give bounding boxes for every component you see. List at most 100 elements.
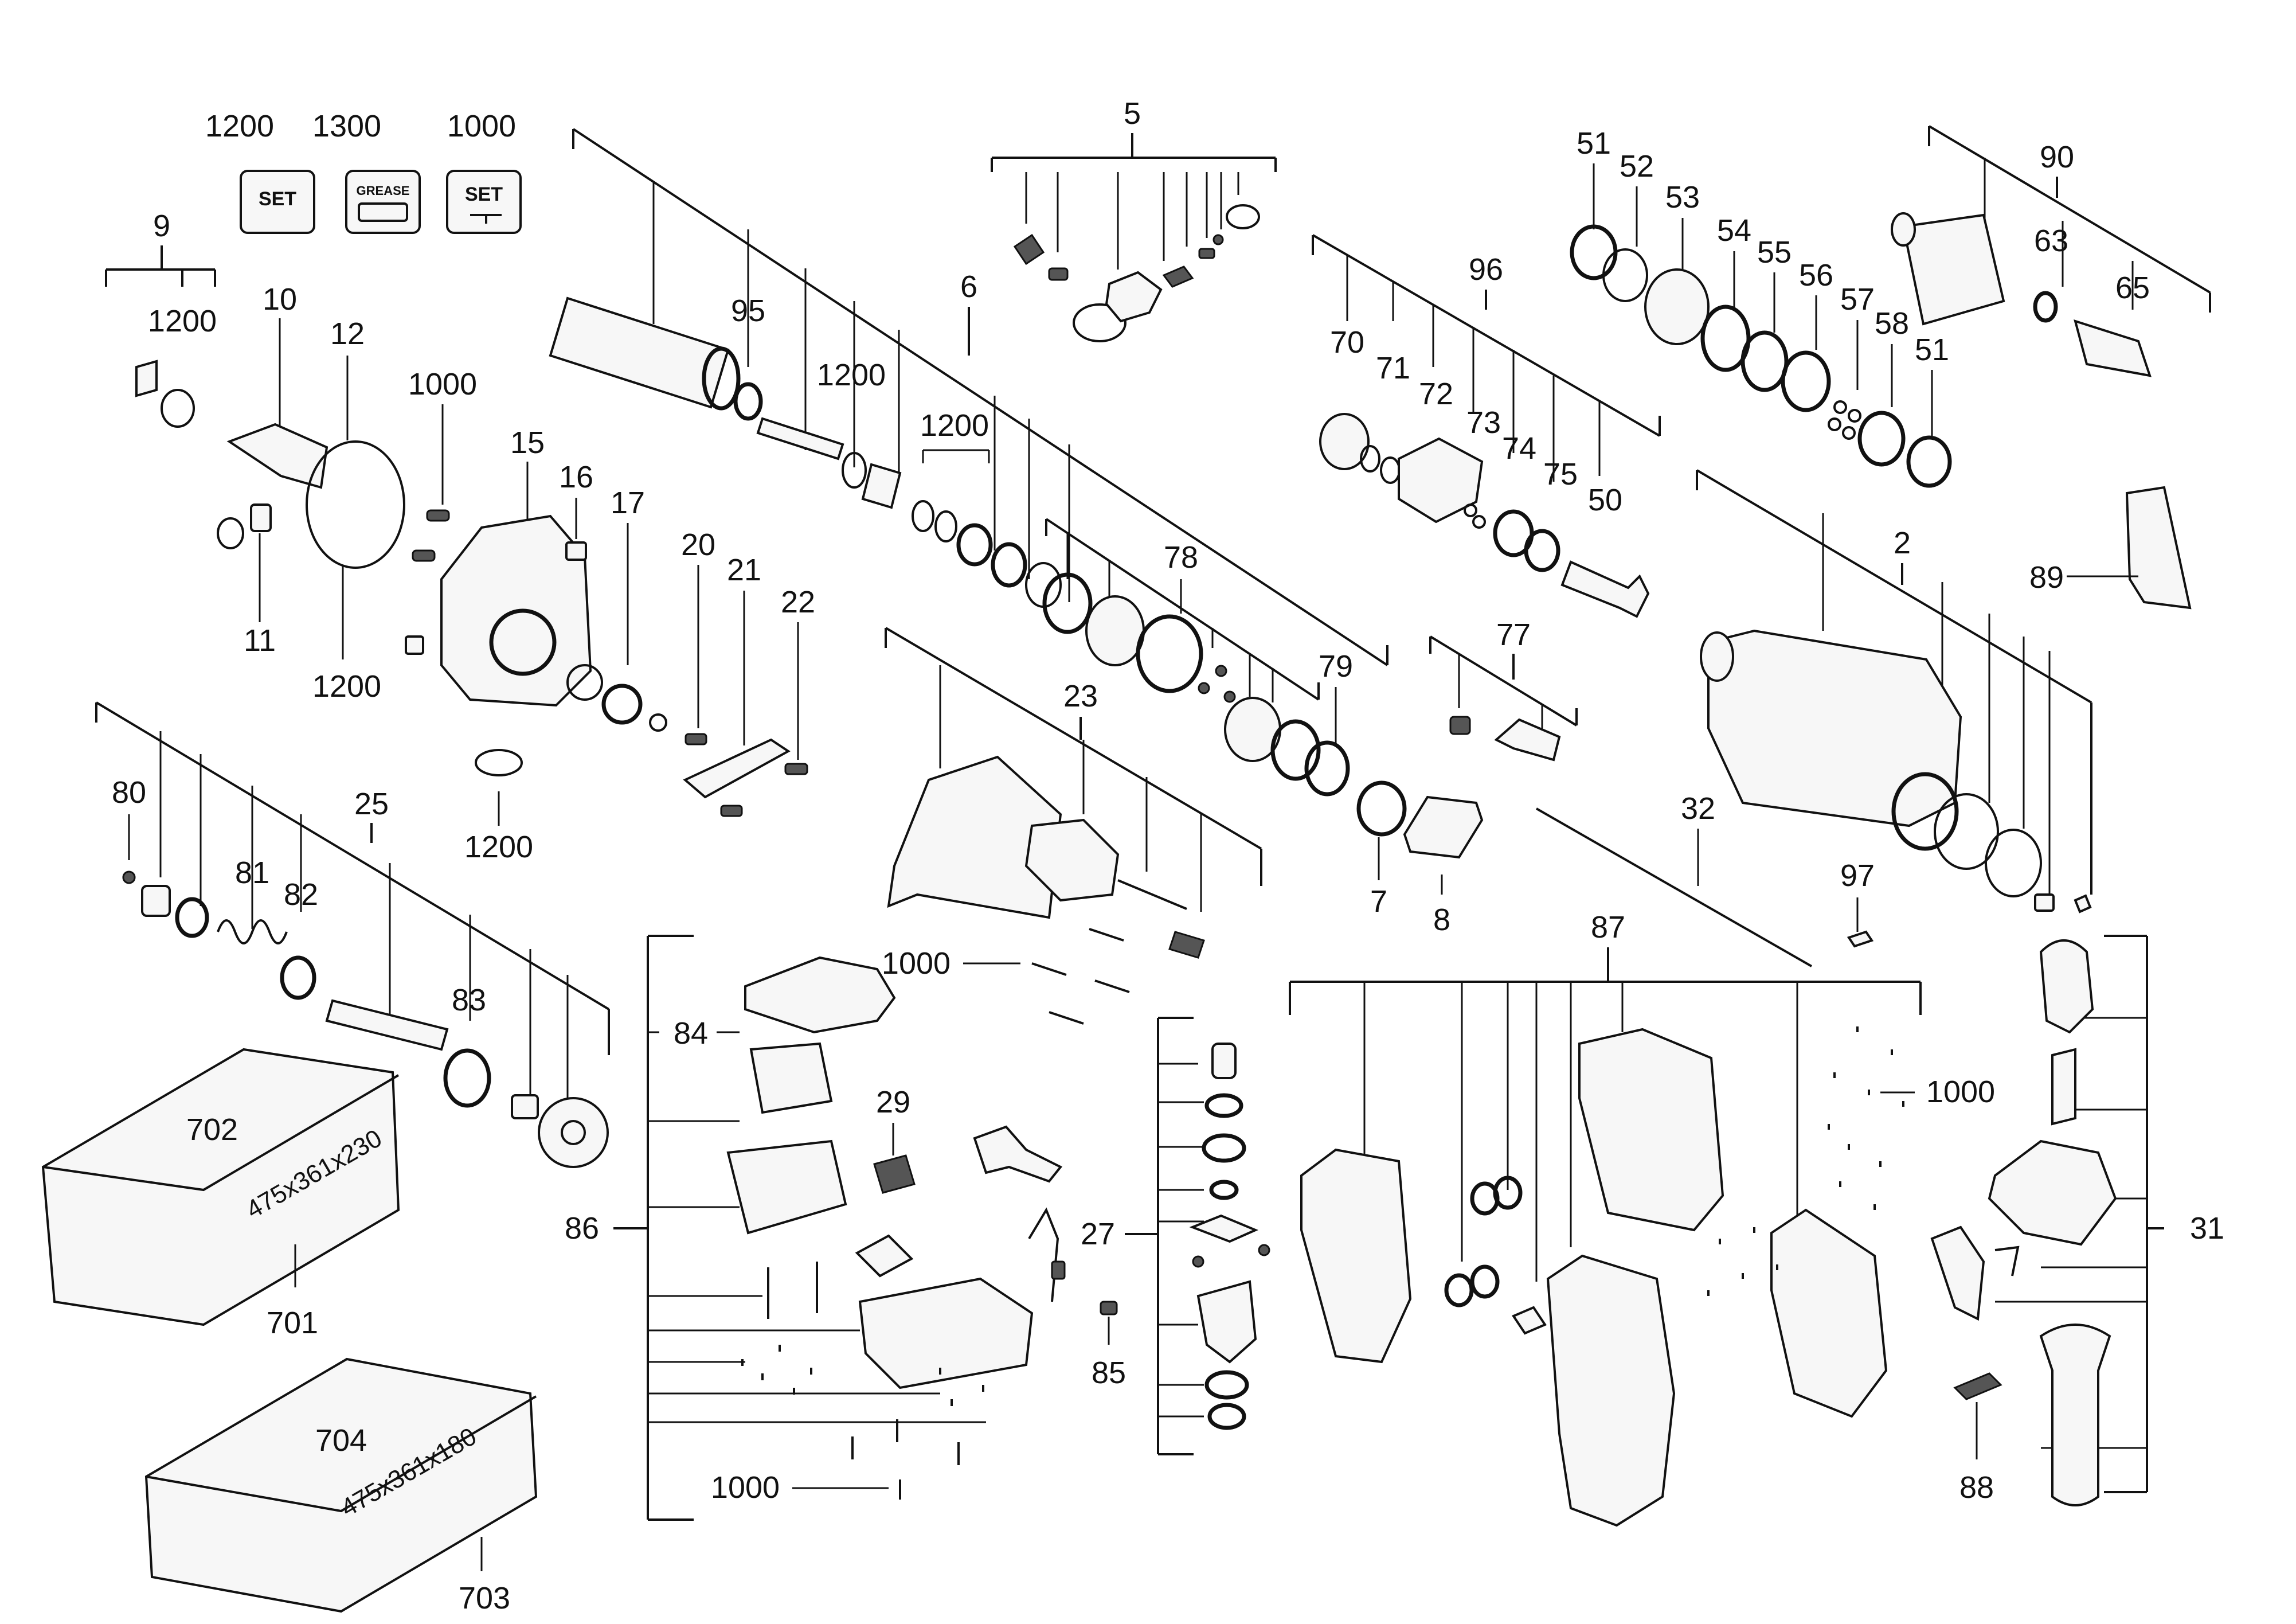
label-75: 75 — [1543, 457, 1578, 491]
label-79: 79 — [1319, 649, 1353, 684]
ring-55-part — [1740, 330, 1789, 392]
label-8: 8 — [1433, 903, 1450, 937]
stator-86-part — [726, 1139, 847, 1235]
screw-27b-part — [1192, 1255, 1204, 1268]
label-65: 65 — [2115, 271, 2150, 305]
bracket-2 — [1696, 469, 2092, 895]
clutch-part — [1085, 595, 1145, 666]
wire-part — [1028, 1207, 1059, 1302]
spring-81-part — [217, 919, 288, 944]
gear-housing-part — [1707, 629, 1962, 827]
group-10-12: 10 12 11 1200 — [217, 282, 405, 704]
lock-part — [1105, 271, 1163, 323]
bushing-2-part — [2034, 893, 2055, 912]
label-57: 57 — [1840, 282, 1875, 317]
bearing-ring-part — [1042, 572, 1093, 634]
clamp-body-part — [1988, 1139, 2117, 1246]
washer-27b-part — [1209, 1180, 1239, 1200]
group-85: 85 — [1092, 1301, 1126, 1390]
chuck-nose-part — [1891, 212, 1916, 247]
group-23: 23 — [885, 627, 1262, 959]
label-5: 5 — [1124, 96, 1141, 131]
ring-b-part — [934, 510, 957, 542]
group-77: 77 — [1429, 618, 1578, 762]
sleeve-72-part — [1398, 437, 1484, 524]
latch-part — [1162, 266, 1194, 288]
housing-half-left-part — [1300, 1148, 1412, 1364]
label-81: 81 — [235, 856, 269, 890]
washer-27c-part — [1207, 1403, 1246, 1430]
ring-79-part — [1304, 740, 1350, 797]
ring-54-part — [1700, 304, 1751, 372]
bracket-1200-e — [922, 449, 990, 463]
label-1000-a: 1000 — [408, 367, 477, 401]
grease-tube-icon — [358, 202, 408, 222]
handle-cover-part — [1770, 1208, 1888, 1418]
o-ring-1200-d-part — [842, 452, 867, 489]
crank-shaft-part — [226, 423, 328, 489]
ring-51a-part — [1570, 224, 1618, 280]
spring-97-part — [1847, 930, 1874, 948]
label-704: 704 — [315, 1423, 367, 1458]
bracket-96 — [1312, 234, 1661, 437]
bearing-80-part — [175, 897, 209, 938]
ball-80-part — [122, 870, 136, 884]
kit-number-1300: 1300 — [312, 109, 381, 143]
label-29: 29 — [876, 1085, 910, 1119]
label-90: 90 — [2040, 140, 2074, 174]
label-1000-c: 1000 — [711, 1470, 780, 1505]
handle-part — [1546, 1254, 1676, 1527]
case-701-lid-edge — [42, 1074, 400, 1192]
label-17: 17 — [611, 486, 645, 520]
label-23: 23 — [1063, 679, 1098, 713]
case-701-group: 702 475x361x230 701 — [41, 1048, 400, 1340]
clamp-rod-part — [2051, 1048, 2076, 1126]
spring-5-part — [1198, 248, 1215, 259]
group-32-97: 32 97 — [1536, 791, 1875, 967]
carry-case-703 — [144, 1357, 538, 1613]
label-1200-e: 1200 — [920, 408, 989, 443]
group-78: 78 79 — [1042, 518, 1353, 797]
bearing-87b-part — [1470, 1264, 1500, 1299]
label-71: 71 — [1376, 351, 1410, 385]
screw-set-87 — [1707, 1026, 1904, 1296]
kit-number-1000: 1000 — [447, 109, 516, 143]
label-1200-c: 1200 — [464, 830, 533, 864]
cap-70-part — [1319, 413, 1370, 470]
grease-kit-icon — [345, 170, 421, 234]
label-70: 70 — [1330, 325, 1364, 360]
ring-a-part — [912, 500, 934, 532]
spring-31-part — [1994, 1246, 2020, 1276]
bracket-9 — [105, 245, 216, 287]
ball-c-part — [1223, 690, 1236, 703]
gear-hub-part — [561, 1120, 586, 1145]
group-27: 27 — [1081, 1017, 1270, 1455]
label-6: 6 — [960, 270, 977, 304]
label-74: 74 — [1502, 431, 1536, 466]
gear-80-part — [141, 885, 171, 917]
ball-73b-part — [1472, 515, 1486, 529]
label-1000-b: 1000 — [882, 946, 951, 981]
ring-82-part — [280, 955, 316, 1000]
label-50: 50 — [1588, 483, 1622, 517]
bushing-83-part — [511, 1094, 539, 1119]
ball-73a-part — [1464, 503, 1477, 517]
spindle-50-part — [1560, 560, 1650, 618]
label-78: 78 — [1164, 540, 1198, 575]
label-82: 82 — [284, 877, 318, 912]
case-703-lid-edge — [146, 1395, 537, 1513]
leaders-78 — [1066, 533, 1274, 702]
ring-71a-part — [1360, 445, 1380, 473]
lever-77-part — [1494, 718, 1561, 762]
housing-half-right-part — [1578, 1028, 1724, 1232]
ring-52-part — [1602, 248, 1648, 302]
piston-part — [861, 463, 902, 509]
shaft-23-part — [1117, 879, 1187, 910]
bracket-77 — [1429, 635, 1578, 727]
connector-23-part — [1168, 931, 1205, 959]
brush-holder-part — [855, 1234, 914, 1278]
screw-85-part — [1100, 1301, 1118, 1315]
group-86: 86 84 29 1000 — [565, 935, 1066, 1521]
ball-57a-part — [1833, 400, 1847, 414]
snap-ring-part — [1226, 204, 1260, 229]
